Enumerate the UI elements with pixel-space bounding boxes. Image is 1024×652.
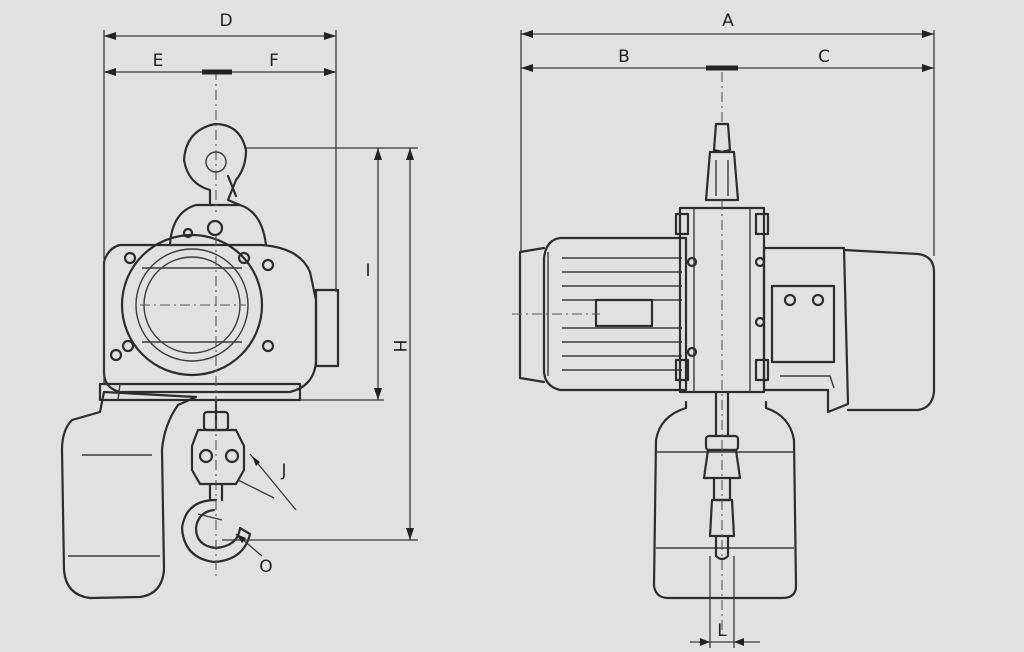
brake-cover-front	[842, 248, 936, 412]
bolts-side	[109, 219, 275, 362]
motor-body-front	[542, 236, 688, 392]
end-cover-mid	[135, 248, 249, 362]
label-b: B	[618, 47, 630, 67]
central-frame-front	[678, 206, 766, 394]
housing-upper-side	[168, 203, 268, 247]
chain-bag-front	[652, 400, 798, 600]
control-box-front	[770, 284, 836, 364]
motor-end-cap-front	[518, 246, 546, 384]
terminal-box-side	[314, 288, 340, 368]
side-view-dimensions	[103, 30, 418, 557]
gearbox-front	[762, 246, 850, 414]
dimension-labels: D E F I H J O A B C L	[153, 11, 830, 641]
label-l: L	[717, 621, 727, 641]
label-c: C	[818, 47, 830, 67]
label-e: E	[153, 51, 164, 71]
label-i: I	[365, 261, 370, 281]
front-view-dimensions	[520, 30, 935, 648]
housing-side	[102, 243, 318, 394]
motor-fins-front	[562, 257, 682, 371]
label-a: A	[722, 11, 734, 31]
front-view	[512, 72, 936, 640]
label-h: H	[389, 340, 409, 353]
label-j: J	[280, 461, 286, 481]
top-hook-side	[182, 122, 248, 207]
label-f: F	[269, 51, 279, 71]
label-o: O	[259, 557, 272, 577]
chain-bag-side	[60, 390, 198, 600]
nameplate-front	[594, 298, 654, 328]
label-d: D	[219, 11, 232, 31]
top-hook-front	[704, 122, 740, 202]
